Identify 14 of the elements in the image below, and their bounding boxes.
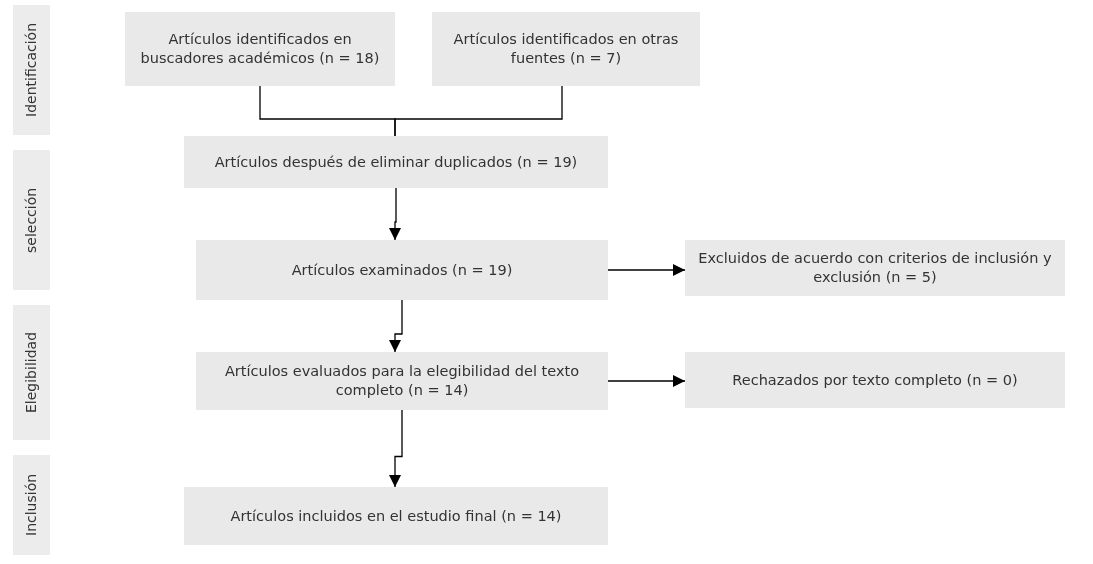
- process-box: Artículos examinados (n = 19): [196, 240, 608, 300]
- process-box: Rechazados por texto completo (n = 0): [685, 352, 1065, 408]
- arrow: [607, 264, 686, 276]
- arrow: [389, 409, 403, 488]
- process-box: Artículos después de eliminar duplicados (n = 19): [184, 136, 608, 188]
- process-box: Artículos identificados en buscadores académicos (n = 18): [125, 12, 395, 86]
- process-box: Excluidos de acuerdo con criterios de inclusión y exclusión (n = 5): [685, 240, 1065, 296]
- process-box: Artículos incluidos en el estudio final (n = 14): [184, 487, 608, 545]
- arrow: [389, 187, 401, 241]
- process-box: Artículos identificados en otras fuentes (n = 7): [432, 12, 700, 86]
- arrow: [389, 299, 403, 353]
- arrow: [607, 375, 686, 387]
- process-box: Artículos evaluados para la elegibilidad del texto completo (n = 14): [196, 352, 608, 410]
- connector-line: [394, 85, 563, 137]
